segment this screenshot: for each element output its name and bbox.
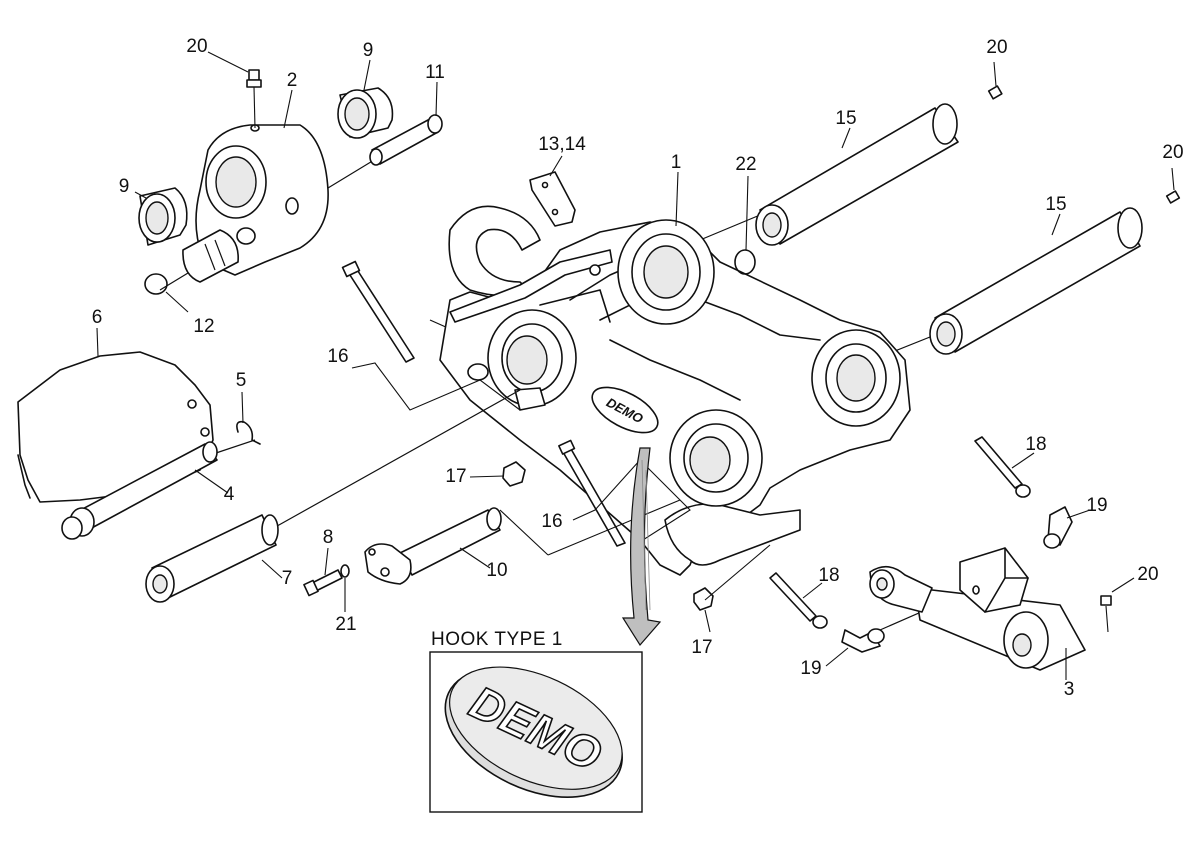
pin-part-10 [364,507,502,585]
circlip-part-22 [734,249,756,275]
callout-c16a: 16 [327,346,348,367]
bolt-part-8 [303,569,343,597]
nut-part-17-right [693,587,714,611]
grease-nipple-part-20-right [1165,167,1181,204]
callout-c20c: 20 [1162,142,1183,163]
pin-part-11 [369,114,443,166]
hook-type-inset: HOOK TYPE 1 DEMO [429,629,643,813]
callout-c16b: 16 [541,511,562,532]
elbow-part-19-lower [841,628,885,653]
bolt-part-16-lower [558,439,626,547]
callout-c18b: 18 [818,565,839,586]
callout-c22: 22 [735,154,756,175]
callout-c18a: 18 [1025,434,1046,455]
callout-c3: 3 [1064,679,1075,700]
callout-c20b: 20 [986,37,1007,58]
bushing-part-9-lower [138,187,188,246]
frame-logo-plate: DEMO [591,386,659,434]
clip-part-5 [236,420,261,445]
callout-c5: 5 [236,370,247,391]
frame-boss-rear [617,219,715,325]
cover-plate-part-6 [17,351,214,503]
callout-c19b: 19 [800,658,821,679]
inset-logo: DEMO [444,666,623,798]
grease-nipple-part-20-cyl [1100,595,1112,633]
callout-c11: 11 [425,62,445,83]
callout-c12: 12 [193,316,214,337]
inset-title: HOOK TYPE 1 [431,629,563,650]
callout-c8: 8 [323,527,334,548]
bushing-part-9-upper [337,87,394,139]
pin-part-7 [145,389,521,603]
elbow-part-19-upper [1043,506,1073,549]
frame-boss-lower [669,409,763,507]
callout-c6: 6 [92,307,103,328]
frame-boss-front [487,309,577,407]
circlip-part-12 [144,273,168,295]
washer-part-21 [340,564,350,578]
hose-part-18-lower [769,572,828,629]
pin-part-15-lower [929,207,1143,355]
callout-c4: 4 [224,484,235,505]
grease-nipple-part-20-top [246,69,262,129]
callout-c17b: 17 [691,637,712,658]
detail-arrow [621,447,662,647]
bolt-part-16-upper [341,260,415,363]
callout-c7: 7 [282,568,293,589]
cylinder-part-3 [869,547,1086,671]
hose-part-18-upper [974,436,1031,498]
leader-lines [96,51,1135,680]
callout-c17a: 17 [445,466,466,487]
grease-nipple-part-20-mid [987,61,1003,100]
callout-c9b: 9 [119,176,130,197]
plate-part-13-14 [529,171,576,227]
main-frame-part-1: DEMO [429,205,961,576]
callout-c20d: 20 [1137,564,1158,585]
callout-c10: 10 [486,560,507,581]
callout-c15b: 15 [1045,194,1066,215]
callout-c15a: 15 [835,108,856,129]
callout-labels: 20 2 9 11 9 12 13,14 1 22 15 20 20 15 6 5 16 4 17 16 18 19 8 7… [92,36,1184,700]
callout-c9a: 9 [363,40,374,61]
callout-c19a: 19 [1086,495,1107,516]
callout-c1314: 13,14 [538,134,586,155]
nut-part-17-left [502,461,526,487]
pin-part-4 [61,439,256,540]
callout-c1: 1 [671,152,682,173]
callout-c21: 21 [335,614,356,635]
housing-part-2 [159,119,441,291]
callout-c2: 2 [287,70,298,91]
pin-part-15-upper [755,103,959,246]
callout-c20a: 20 [186,36,207,57]
frame-boss-right [811,329,901,427]
